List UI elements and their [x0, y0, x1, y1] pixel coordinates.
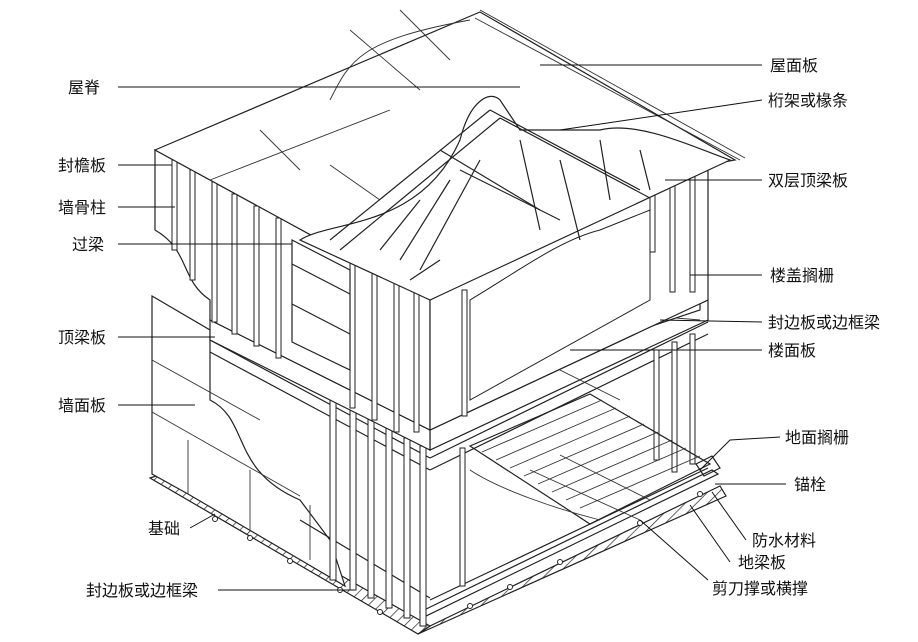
second-floor-right-studs — [429, 159, 709, 431]
label-rim-board-bottom: 封边板或边框梁 — [86, 581, 198, 600]
ground-floor-joists — [468, 393, 712, 525]
first-floor-right-studs — [429, 321, 709, 601]
label-header: 过梁 — [72, 235, 104, 254]
label-wall-stud: 墙骨柱 — [58, 198, 106, 217]
label-foundation: 基础 — [148, 519, 180, 538]
label-floor-sheathing: 楼面板 — [768, 341, 816, 360]
label-ceiling-joist: 楼盖搁栅 — [770, 266, 834, 285]
label-waterproofing: 防水材料 — [752, 531, 816, 550]
label-anchor-bolt: 锚栓 — [794, 475, 826, 494]
label-fascia-board: 封檐板 — [58, 156, 106, 175]
label-cross-bracing: 剪刀撑或横撑 — [712, 579, 808, 598]
label-roof-sheathing: 屋面板 — [770, 56, 818, 75]
label-top-plate: 顶梁板 — [58, 328, 106, 347]
label-rim-board-upper: 封边板或边框梁 — [768, 313, 880, 332]
leader-lines — [118, 64, 786, 591]
label-roof-ridge: 屋脊 — [68, 78, 100, 97]
label-wall-sheathing: 墙面板 — [58, 396, 106, 415]
label-truss-or-rafter: 桁架或椽条 — [768, 91, 848, 110]
label-sill-plate: 地梁板 — [738, 553, 786, 572]
label-double-top-plate: 双层顶梁板 — [768, 171, 848, 190]
roof-trusses — [298, 95, 732, 301]
label-ground-floor-joist: 地面搁栅 — [785, 428, 849, 447]
